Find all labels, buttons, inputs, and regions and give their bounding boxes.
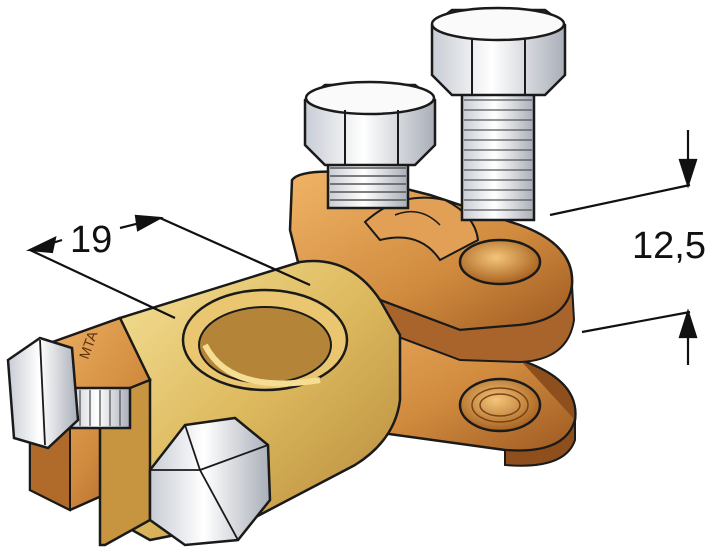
dimension-bore-label: 19 <box>70 219 112 261</box>
dimension-thickness-label: 12,5 <box>632 225 706 267</box>
dimension-thickness <box>549 130 698 365</box>
long-bolt <box>430 6 567 222</box>
clamp-bolt <box>6 336 272 547</box>
threaded-hole <box>458 377 542 433</box>
dimension-bore <box>25 214 311 319</box>
lug-through-hole <box>458 238 542 286</box>
short-bolt <box>303 80 437 210</box>
